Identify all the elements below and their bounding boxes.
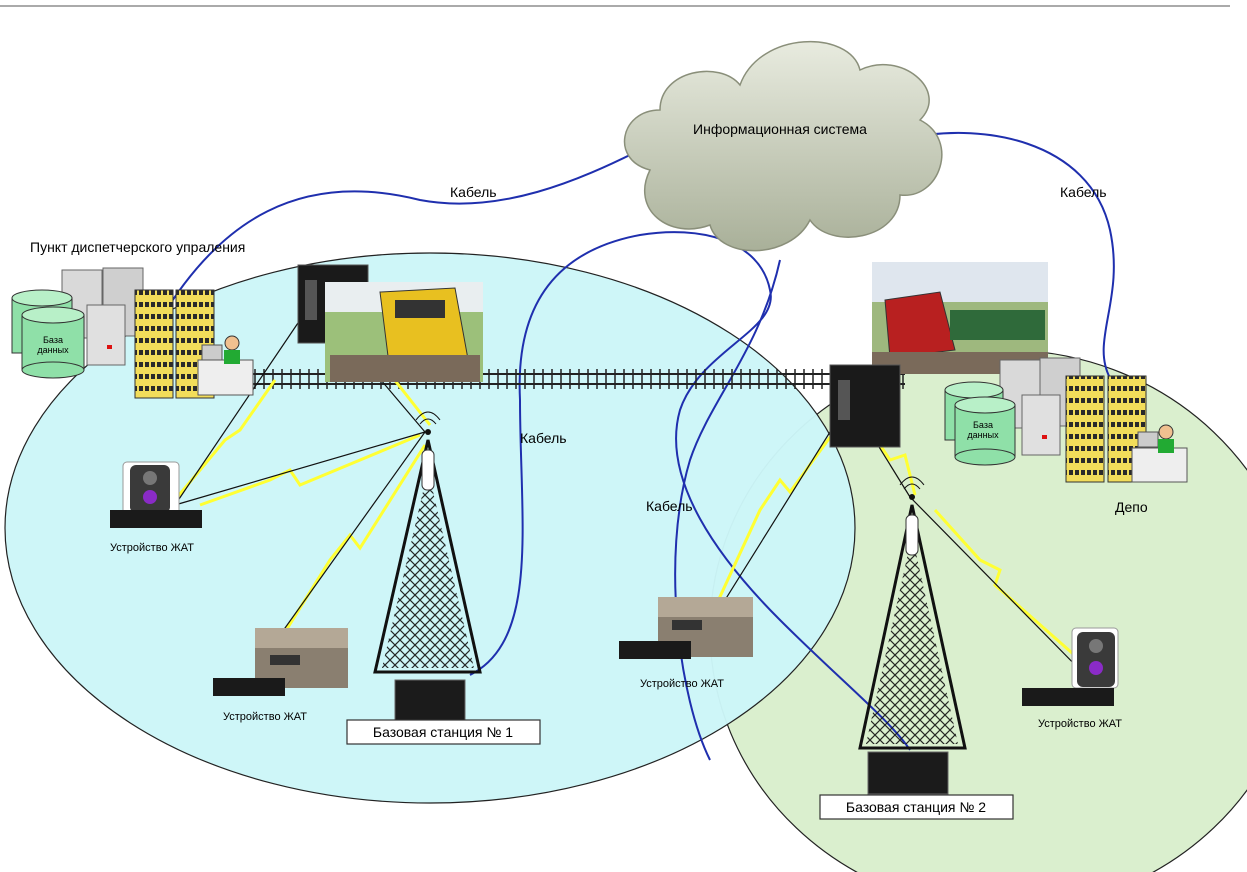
zat-device-3: Устройство ЖАТ bbox=[619, 597, 753, 690]
server-icon bbox=[86, 304, 126, 366]
database-icon bbox=[11, 289, 85, 379]
cable-depot-to-cloud bbox=[899, 131, 1115, 379]
train-photo-left bbox=[325, 282, 483, 382]
server-icon bbox=[1021, 394, 1061, 456]
info-system-cloud: Информационная система bbox=[623, 41, 943, 252]
base-station-1-label: Базовая станция № 1 bbox=[373, 724, 513, 740]
cable-station2-to-cloud bbox=[674, 259, 781, 761]
zat-device-1-label: Устройство ЖАТ bbox=[110, 542, 194, 554]
operator-desk-icon bbox=[197, 359, 254, 396]
zat-device-1: Устройство ЖАТ bbox=[110, 461, 202, 554]
antenna-icon bbox=[909, 494, 915, 500]
antenna-icon bbox=[425, 429, 431, 435]
cable-stations-loop bbox=[469, 231, 911, 751]
building-icon bbox=[1065, 375, 1105, 483]
database-label-right: База данных bbox=[967, 420, 999, 440]
zat-device-4-label: Устройство ЖАТ bbox=[1038, 718, 1122, 730]
cable-label-2: Кабель bbox=[1060, 184, 1107, 200]
zat-device-3-label: Устройство ЖАТ bbox=[640, 678, 724, 690]
building-icon bbox=[134, 289, 174, 399]
dispatch-center: База данных Пункт диспетчерского упрален… bbox=[11, 239, 254, 399]
database-label-left: База данных bbox=[37, 335, 69, 355]
radio-unit-right bbox=[829, 364, 901, 448]
operator-desk-icon bbox=[1131, 447, 1188, 483]
signal-light-icon bbox=[1089, 639, 1103, 653]
cable-links bbox=[159, 131, 1115, 761]
base-station-1-tower bbox=[373, 411, 482, 721]
cable-label-1: Кабель bbox=[450, 184, 497, 200]
base-station-2-tower bbox=[858, 476, 967, 795]
zat-device-2-label: Устройство ЖАТ bbox=[223, 711, 307, 723]
base-station-2-unit bbox=[867, 751, 949, 795]
depot-label: Депо bbox=[1115, 499, 1148, 515]
dispatch-center-label: Пункт диспетчерского упраления bbox=[30, 239, 245, 255]
zat-device-4: Устройство ЖАТ bbox=[1022, 627, 1122, 730]
database-icon bbox=[944, 381, 1016, 466]
base-station-2-label-box: Базовая станция № 2 bbox=[819, 794, 1014, 820]
cable-dispatch-to-cloud bbox=[159, 149, 641, 321]
base-station-2-label: Базовая станция № 2 bbox=[846, 799, 986, 815]
zat-device-2: Устройство ЖАТ bbox=[213, 628, 348, 723]
signal-light-icon bbox=[143, 471, 157, 485]
train-photo-right bbox=[872, 262, 1048, 374]
info-system-label: Информационная система bbox=[693, 121, 867, 137]
base-station-1-label-box: Базовая станция № 1 bbox=[346, 719, 541, 745]
cable-label-4: Кабель bbox=[646, 498, 693, 514]
depot: База данных Депо bbox=[944, 357, 1188, 515]
cable-label-3: Кабель bbox=[520, 430, 567, 446]
base-station-1-unit bbox=[394, 679, 466, 721]
